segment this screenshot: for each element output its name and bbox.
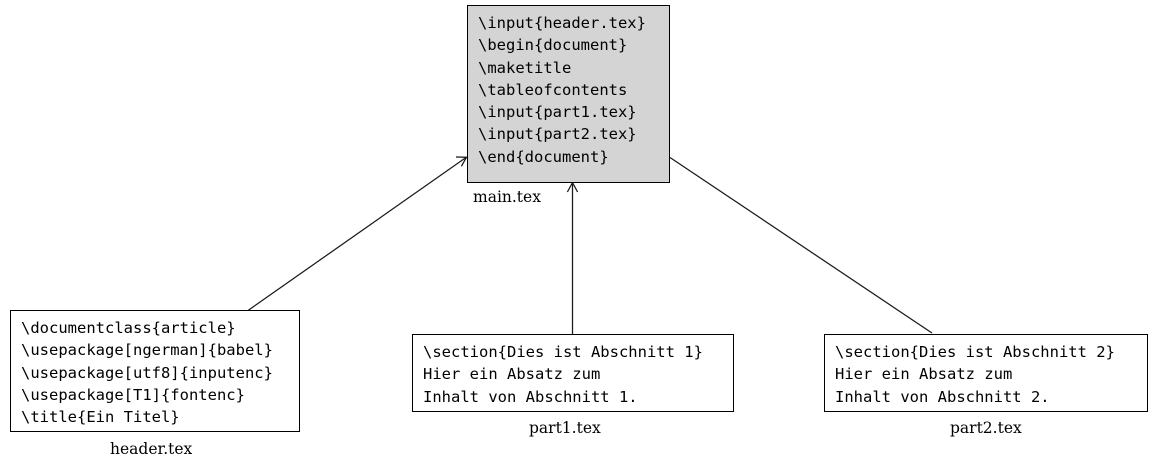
edge-header-to-main [247,156,468,312]
node-label-part2-tex: part2.tex [950,419,1022,437]
node-part2-tex[interactable]: \section{Dies ist Abschnitt 2} Hier ein … [824,334,1148,412]
code-line: \usepackage[T1]{fontenc} [21,385,245,404]
code-line: Inhalt von Abschnitt 2. [835,387,1050,406]
code-line: \input{part1.tex} [478,103,637,122]
code-line: Hier ein Absatz zum [423,365,601,384]
node-main-tex[interactable]: \input{header.tex} \begin{document} \mak… [467,5,670,183]
code-line: \usepackage[ngerman]{babel} [21,341,273,360]
node-part1-tex[interactable]: \section{Dies ist Abschnitt 1} Hier ein … [412,334,734,412]
code-line: Inhalt von Abschnitt 1. [423,387,638,406]
code-line: Hier ein Absatz zum [835,365,1013,384]
code-line: \title{Ein Titel} [21,408,180,427]
code-line: \input{part2.tex} [478,125,637,144]
code-line: \section{Dies ist Abschnitt 2} [835,343,1115,361]
code-line: \maketitle [478,58,572,77]
code-line: \tableofcontents [478,80,628,99]
code-line: \begin{document} [478,36,628,55]
code-line: \section{Dies ist Abschnitt 1} [423,343,703,361]
code-line: \usepackage[utf8]{inputenc} [21,363,273,382]
code-line: \input{header.tex} [478,14,646,32]
node-label-main-tex: main.tex [473,188,541,206]
node-header-tex[interactable]: \documentclass{article} \usepackage[nger… [10,310,300,432]
edge-part1-to-main [566,181,579,334]
code-line: \documentclass{article} [21,319,236,337]
node-label-header-tex: header.tex [110,440,193,458]
node-label-part1-tex: part1.tex [529,419,601,437]
edge-part2-to-main [669,156,933,334]
code-line: \end{document} [478,147,609,166]
